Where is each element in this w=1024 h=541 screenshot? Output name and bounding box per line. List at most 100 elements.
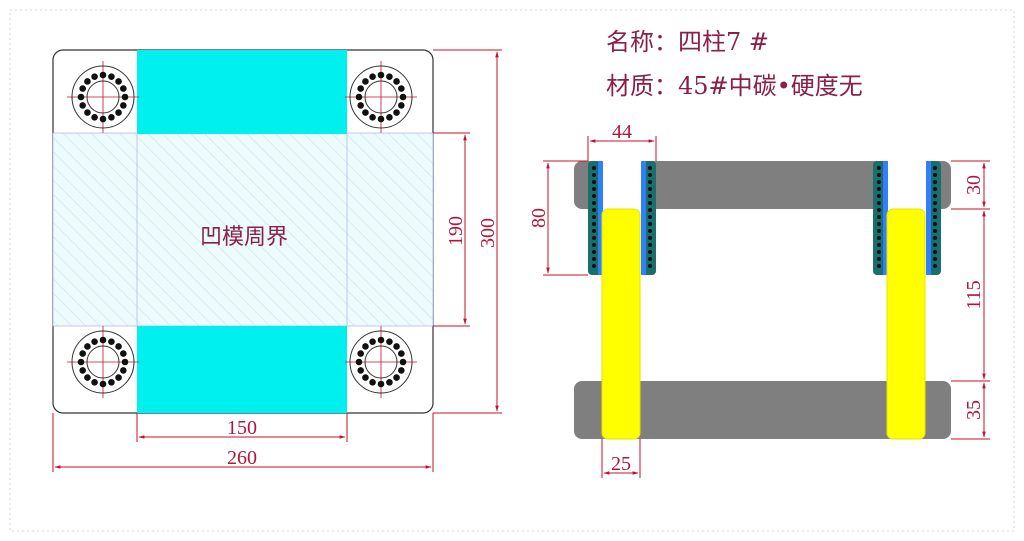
ball-dot — [877, 215, 881, 219]
die-area-hatch — [52, 132, 434, 327]
ball-dot — [377, 380, 385, 388]
ball-dot — [121, 358, 129, 366]
upper-plate — [574, 161, 951, 209]
bushing-hole-top-right — [345, 61, 417, 133]
ball-dot — [933, 229, 937, 233]
ball-dot — [108, 379, 115, 386]
ball-dot — [592, 166, 596, 170]
ball-dot — [877, 236, 881, 240]
ball-dot — [592, 264, 596, 268]
ball-dot — [393, 374, 400, 381]
ball-dot — [84, 109, 91, 116]
ball-dot — [877, 201, 881, 205]
ball-dot — [933, 180, 937, 184]
bushing-hole-bottom-left — [67, 326, 139, 398]
ball-dot — [355, 93, 363, 101]
guide-pillar-right — [886, 208, 926, 440]
ball-dot — [648, 229, 652, 233]
ball-dot — [120, 102, 127, 109]
ball-dot — [393, 343, 400, 350]
ball-dot — [877, 173, 881, 177]
ball-dot — [933, 187, 937, 191]
part-name-line: 名称：四柱7 # — [606, 28, 769, 56]
ball-dot — [592, 243, 596, 247]
ball-dot — [84, 78, 91, 85]
ball-dot — [592, 201, 596, 205]
ball-dot — [648, 250, 652, 254]
ball-dot — [933, 194, 937, 198]
dim-bushing-height: 80 — [528, 208, 550, 228]
ball-dot — [369, 338, 376, 345]
ball-dot — [592, 229, 596, 233]
ball-dot — [592, 250, 596, 254]
ball-dot — [648, 166, 652, 170]
page-frame — [9, 9, 1015, 532]
dim-gap: 115 — [963, 280, 985, 309]
ball-dot — [91, 338, 98, 345]
ball-dot — [592, 180, 596, 184]
ball-dot — [369, 379, 376, 386]
ball-dot — [877, 208, 881, 212]
lower-plate — [574, 381, 951, 439]
ball-dot — [648, 222, 652, 226]
ball-dot — [648, 180, 652, 184]
ball-dot — [357, 367, 364, 374]
ball-dot — [648, 215, 652, 219]
guide-pillar-left — [601, 208, 641, 440]
ball-dot — [648, 257, 652, 261]
ball-dot — [91, 73, 98, 80]
dim-height-total: 300 — [477, 218, 499, 248]
ball-dot — [933, 236, 937, 240]
ball-dot — [77, 93, 85, 101]
ball-dot — [877, 166, 881, 170]
ball-dot — [99, 380, 107, 388]
ball-dot — [386, 338, 393, 345]
bushing-hole-top-left — [67, 61, 139, 133]
ball-dot — [877, 180, 881, 184]
ball-dot — [398, 85, 405, 92]
die-boundary-label: 凹模周界 — [200, 225, 288, 250]
ball-dot — [648, 243, 652, 247]
ball-dot — [877, 222, 881, 226]
ball-dot — [120, 85, 127, 92]
ball-dot — [115, 343, 122, 350]
ball-dot — [79, 367, 86, 374]
ball-dot — [79, 102, 86, 109]
ball-dot — [393, 78, 400, 85]
ball-dot — [933, 166, 937, 170]
ball-dot — [592, 215, 596, 219]
ball-dot — [386, 379, 393, 386]
dim-pillar: 25 — [611, 453, 631, 475]
cyan-block-top — [137, 50, 347, 134]
ball-dot — [648, 194, 652, 198]
ball-dot — [369, 114, 376, 121]
side-view: 44 80 30 115 35 25 — [528, 121, 990, 478]
ball-dot — [648, 236, 652, 240]
ball-dot — [357, 102, 364, 109]
ball-dot — [933, 243, 937, 247]
ball-dot — [877, 257, 881, 261]
ball-dot — [933, 264, 937, 268]
ball-dot — [592, 208, 596, 212]
ball-dot — [933, 215, 937, 219]
ball-dot — [398, 367, 405, 374]
top-view: 凹模周界 190 300 150 260 — [52, 49, 502, 472]
ball-dot — [592, 236, 596, 240]
ball-dot — [398, 350, 405, 357]
ball-dot — [99, 115, 107, 123]
dim-width-total: 260 — [227, 447, 257, 469]
ball-dot — [933, 250, 937, 254]
ball-dot — [399, 93, 407, 101]
ball-dot — [933, 208, 937, 212]
ball-dot — [99, 336, 107, 344]
dim-height-inner: 190 — [445, 216, 467, 246]
ball-dot — [91, 114, 98, 121]
ball-dot — [592, 173, 596, 177]
ball-dot — [399, 358, 407, 366]
ball-dot — [84, 374, 91, 381]
ball-dot — [355, 358, 363, 366]
ball-dot — [120, 350, 127, 357]
ball-dot — [648, 208, 652, 212]
ball-dot — [393, 109, 400, 116]
ball-dot — [108, 114, 115, 121]
